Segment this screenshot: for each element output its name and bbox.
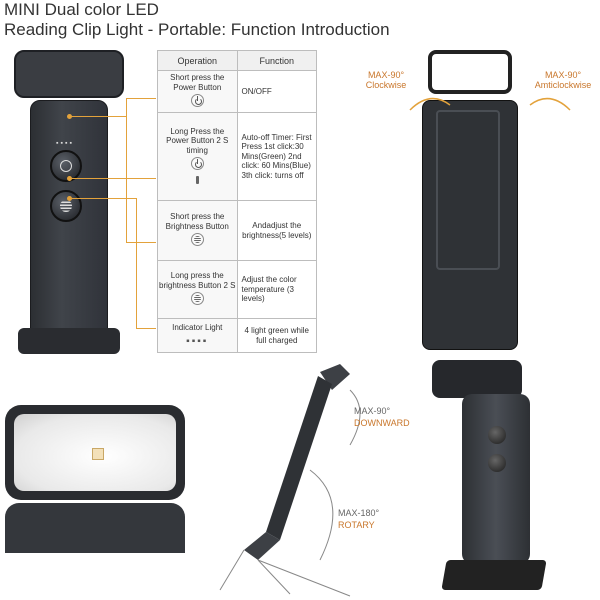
operation-cell: Short press the Brightness Button	[157, 200, 238, 261]
power-button	[50, 150, 82, 182]
callout-dot	[67, 176, 72, 181]
label-rotary: MAX-180°ROTARY	[338, 508, 379, 531]
lamp-base	[5, 503, 185, 553]
led-chip	[92, 448, 104, 460]
side-body	[266, 376, 332, 540]
arc-clockwise	[409, 97, 451, 111]
operation-text: Long Press the Power Button 2 S timing	[166, 126, 229, 155]
function-cell: Andadjust the brightness(5 levels)	[236, 200, 317, 261]
device-back-view	[420, 50, 520, 355]
brightness-button	[50, 190, 82, 222]
device-front-view: ▪▪▪▪	[14, 50, 124, 360]
device-body	[462, 394, 530, 564]
side-hinge	[244, 532, 280, 560]
table-row: Long Press the Power Button 2 S timing A…	[157, 112, 317, 201]
callout-power	[70, 116, 126, 117]
led-icon	[195, 175, 199, 184]
operation-text: Short press the Brightness Button	[165, 212, 229, 231]
arc-downward	[349, 389, 361, 446]
operation-text: Indicator Light	[172, 322, 223, 332]
callout-dot	[67, 114, 72, 119]
brightness-icon	[190, 292, 204, 306]
label-downward: MAX-90°DOWNWARD	[354, 406, 410, 429]
callout-brightness-bottom	[136, 328, 156, 329]
header-function: Function	[236, 50, 317, 71]
function-cell: ON/OFF	[236, 70, 317, 113]
side-head	[320, 364, 350, 390]
arc-rotary	[309, 469, 334, 561]
operation-text: Short press the Power Button	[170, 73, 225, 92]
callout-dot	[67, 196, 72, 201]
operation-cell: Long press the brightness Button 2 S	[157, 260, 238, 319]
rotation-arcs	[409, 97, 571, 111]
downward-angle: MAX-90°	[354, 406, 391, 416]
power-icon	[190, 94, 204, 108]
table-row: Indicator Light ▪▪▪▪ 4 light green while …	[157, 318, 317, 353]
title-line-1: MINI Dual color LED	[4, 0, 159, 19]
side-stand-lines	[219, 549, 351, 597]
device-body	[30, 100, 108, 350]
device-side-view: MAX-90°DOWNWARD MAX-180°ROTARY	[200, 350, 430, 600]
brightness-button	[488, 454, 506, 472]
function-table: Operation Function Short press the Power…	[157, 50, 317, 353]
downward-text: DOWNWARD	[354, 417, 410, 428]
stand-outline	[436, 110, 500, 270]
operation-cell: Short press the Power Button	[157, 70, 238, 113]
indicator-leds: ▪▪▪▪	[56, 140, 74, 147]
side-view-drawing	[219, 364, 361, 597]
function-cell: 4 light green while full charged	[236, 318, 317, 353]
label-anticlockwise: MAX-90° Amticlockwise	[534, 70, 592, 91]
operation-cell: Long Press the Power Button 2 S timing	[157, 112, 238, 201]
device-stand	[441, 560, 547, 590]
device-base	[18, 328, 120, 354]
table-row: Short press the Brightness Button Andadj…	[157, 200, 317, 261]
table-row: Short press the Power Button ON/OFF	[157, 70, 317, 113]
brightness-icon	[60, 200, 72, 212]
clip-frame	[428, 50, 512, 94]
power-button	[488, 426, 506, 444]
brightness-icon	[190, 233, 204, 247]
power-icon	[60, 160, 72, 172]
callout-led	[70, 178, 156, 179]
table-header-row: Operation Function	[157, 50, 317, 71]
title-line-2: Reading Clip Light - Portable: Function …	[4, 20, 390, 39]
device-head	[432, 360, 522, 398]
arc-anticlockwise	[529, 97, 571, 111]
function-cell: Adjust the color temperature (3 levels)	[236, 260, 317, 319]
rotary-angle: MAX-180°	[338, 508, 380, 518]
label-clockwise: MAX-90° Clockwise	[365, 70, 407, 91]
callout-brightness-vertical	[136, 198, 137, 328]
callout-power-top	[126, 98, 156, 99]
function-cell: Auto-off Timer: First Press 1st click:30…	[236, 112, 317, 201]
operation-cell: Indicator Light ▪▪▪▪	[157, 318, 238, 353]
power-icon	[190, 157, 204, 171]
device-body-back	[422, 100, 518, 350]
operation-text: Long press the brightness Button 2 S	[159, 271, 236, 290]
device-head	[14, 50, 124, 98]
callout-brightness	[70, 198, 136, 199]
device-three-quarter-view	[432, 360, 552, 595]
table-row: Long press the brightness Button 2 S Adj…	[157, 260, 317, 319]
indicator-dots-icon: ▪▪▪▪	[186, 336, 209, 348]
callout-power-bottom	[126, 242, 156, 243]
header-operation: Operation	[157, 50, 238, 71]
callout-power-vertical	[126, 98, 127, 242]
rotary-text: ROTARY	[338, 519, 375, 530]
